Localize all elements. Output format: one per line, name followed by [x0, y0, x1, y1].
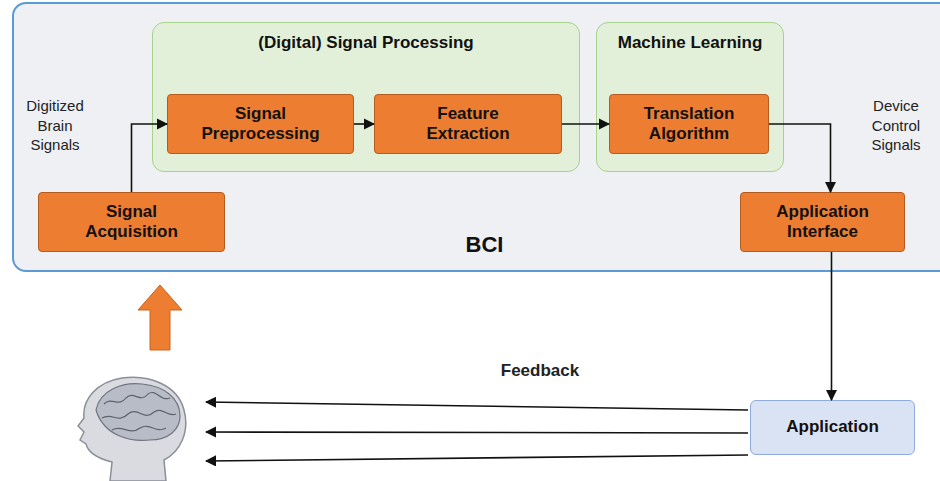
flow-arrow: [831, 252, 833, 400]
group-panel: (Digital) Signal ProcessingSignal Prepro…: [152, 22, 580, 172]
box-label: Application Interface: [753, 202, 893, 243]
feedback-arrows: [206, 402, 748, 461]
panel-heading: (Digital) Signal Processing: [258, 33, 473, 53]
flow-arrow: [769, 124, 831, 192]
process-box: Feature Extraction: [374, 94, 562, 154]
box-label: Feature Extraction: [398, 104, 538, 145]
box-label: Signal Acquisition: [62, 202, 202, 243]
process-box: Application Interface: [740, 192, 905, 252]
feedback-line: [206, 455, 748, 461]
process-box: Translation Algorithm: [609, 94, 769, 154]
flow-arrow: [354, 123, 374, 125]
feedback-label: Feedback: [480, 360, 600, 382]
process-box: Signal Preprocessing: [167, 94, 354, 154]
flow-arrow: [132, 124, 168, 192]
panel-heading: Machine Learning: [618, 33, 763, 53]
process-box: Signal Acquisition: [38, 192, 225, 252]
box-label: Signal Preprocessing: [191, 104, 331, 145]
head-illustration: [78, 377, 186, 481]
panel-heading: BCI: [466, 232, 504, 258]
box-label: Application: [786, 417, 879, 437]
group-panel: Machine LearningTranslation Algorithm: [596, 22, 784, 172]
acquisition-up-arrow: [138, 285, 182, 350]
system-panel: BCI (Digital) Signal ProcessingSignal Pre…: [12, 2, 940, 272]
signal-label: Device Control Signals: [856, 96, 936, 155]
signal-label: Digitized Brain Signals: [14, 96, 96, 155]
flow-arrow: [562, 123, 609, 125]
application-box: Application: [750, 400, 915, 455]
feedback-line: [206, 402, 748, 410]
feedback-line: [206, 432, 748, 433]
box-label: Translation Algorithm: [619, 104, 759, 145]
